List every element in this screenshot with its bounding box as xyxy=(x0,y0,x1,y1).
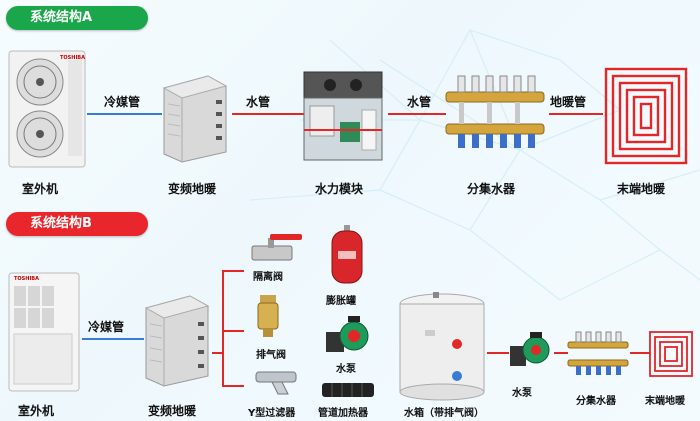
label-expansion-tank: 膨胀罐 xyxy=(326,296,356,307)
section-b-title: 系统结构B xyxy=(6,212,148,236)
label-outdoor-unit-b: 室外机 xyxy=(18,404,55,418)
label-floor-pipe-a: 地暖管 xyxy=(550,95,587,109)
pipe-heater xyxy=(320,380,376,400)
water-pump-1 xyxy=(322,314,372,356)
label-water-pipe-a2: 水管 xyxy=(407,95,432,109)
water-pipe-b-out xyxy=(212,352,224,354)
refrigerant-pipe-a xyxy=(87,113,162,115)
label-y-filter: Y型过滤器 xyxy=(248,408,296,419)
isolation-valve xyxy=(246,232,306,264)
refrigerant-pipe-b xyxy=(82,338,144,340)
y-filter xyxy=(254,368,298,396)
water-pump-2 xyxy=(506,330,554,370)
water-bus-b xyxy=(222,270,224,386)
floor-pipe-b xyxy=(630,352,650,354)
hydraulic-module xyxy=(300,70,386,170)
outdoor-unit-a: TOSHIBA xyxy=(8,50,86,168)
converter-unit-a xyxy=(160,70,230,165)
label-converter-b: 变频地暖 xyxy=(148,404,197,418)
branch-isolation xyxy=(222,270,244,272)
floor-heating-coil-a xyxy=(603,66,689,166)
label-floor-heating-a: 末端地暖 xyxy=(617,182,666,196)
label-floor-heating-b: 末端地暖 xyxy=(645,396,685,407)
air-vent-valve xyxy=(256,293,280,339)
label-water-pump-1: 水泵 xyxy=(336,364,356,375)
water-pipe-a2 xyxy=(388,113,446,115)
label-air-vent-valve: 排气阀 xyxy=(256,350,286,361)
label-refrigerant-pipe-b: 冷媒管 xyxy=(88,320,125,334)
label-water-tank: 水箱（带排气阀） xyxy=(404,408,484,419)
label-pipe-heater: 管道加热器 xyxy=(318,408,368,419)
label-isolation-valve: 隔离阀 xyxy=(253,272,283,283)
water-pipe-a1 xyxy=(232,113,304,115)
water-pipe-b-pump xyxy=(554,352,568,354)
label-manifold-a: 分集水器 xyxy=(467,182,516,196)
water-tank xyxy=(397,292,487,402)
label-converter-a: 变频地暖 xyxy=(168,182,217,196)
outdoor-unit-b: TOSHIBA xyxy=(8,272,80,392)
label-refrigerant-pipe-a: 冷媒管 xyxy=(104,95,141,109)
label-water-pump-2: 水泵 xyxy=(512,388,532,399)
label-outdoor-unit-a: 室外机 xyxy=(22,182,59,196)
branch-y-filter xyxy=(222,385,244,387)
label-water-pipe-a1: 水管 xyxy=(246,95,271,109)
manifold-a xyxy=(442,72,548,156)
floor-heating-coil-b xyxy=(648,330,694,378)
branch-air-vent xyxy=(222,330,244,332)
label-manifold-b: 分集水器 xyxy=(576,396,616,407)
water-pipe-b-tank xyxy=(487,352,509,354)
brand-logo: TOSHIBA xyxy=(14,276,39,282)
floor-pipe-a xyxy=(549,113,603,115)
converter-unit-b xyxy=(142,290,212,390)
label-hydraulic-module: 水力模块 xyxy=(315,182,364,196)
brand-logo: TOSHIBA xyxy=(60,55,85,61)
section-a-title: 系统结构A xyxy=(6,6,148,30)
manifold-b xyxy=(566,330,630,378)
expansion-tank xyxy=(330,225,364,287)
